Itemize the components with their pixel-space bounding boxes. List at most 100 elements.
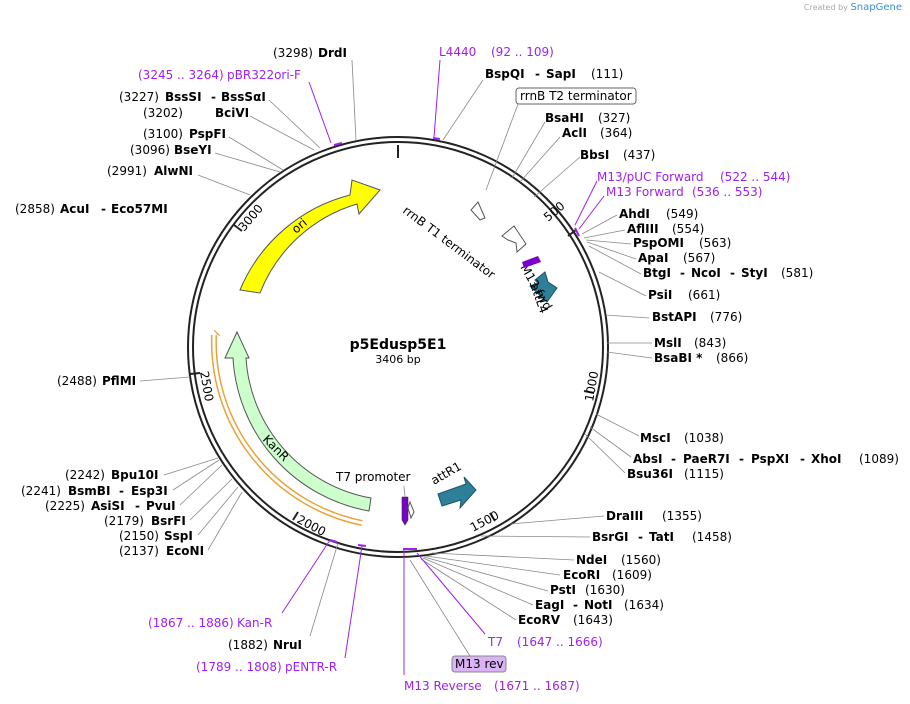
site-draiii-pos: (1355) xyxy=(662,509,702,523)
plasmid-length: 3406 bp xyxy=(375,353,420,366)
rrnb-t2-box xyxy=(515,87,637,105)
primer-l4440[interactable]: L4440 xyxy=(439,45,476,59)
site-eagi[interactable]: EagI xyxy=(535,598,564,612)
plasmid-name: p5Edusp5E1 xyxy=(350,337,447,353)
site-bstapi[interactable]: BstAPI xyxy=(652,310,697,324)
kanr-feature[interactable]: KanR xyxy=(210,329,372,526)
credit-text: Created by xyxy=(803,3,848,12)
site-drdi[interactable]: DrdI xyxy=(318,46,347,60)
kanr-arrow[interactable] xyxy=(224,330,372,512)
site-draiii[interactable]: DraIII xyxy=(606,509,643,523)
rrnb-t1-arrow[interactable] xyxy=(501,225,527,254)
primer-l4440-range: (92 .. 109) xyxy=(491,45,554,59)
site-pflmi[interactable]: PflMI xyxy=(102,374,136,388)
svg-text:-: - xyxy=(135,499,140,513)
site-ndei[interactable]: NdeI xyxy=(576,553,607,567)
site-asisi[interactable]: AsiSI xyxy=(91,499,125,513)
rrnb-t2-label[interactable]: rrnB T2 terminator xyxy=(520,89,632,103)
site-bspqi[interactable]: BspQI xyxy=(485,67,525,81)
site-bsahi[interactable]: BsaHI xyxy=(545,111,584,125)
site-alwni[interactable]: AlwNI xyxy=(154,164,193,178)
primer-m13f[interactable]: M13 Forward xyxy=(606,185,684,199)
site-xhoi[interactable]: XhoI xyxy=(811,452,842,466)
site-nrui-pos: (1882) xyxy=(228,638,268,652)
svg-text:-: - xyxy=(680,266,685,280)
site-psti[interactable]: PstI xyxy=(550,583,576,597)
site-bsrgi-pos: (1458) xyxy=(692,530,732,544)
snapgene-logo: SnapGene xyxy=(850,2,902,13)
site-psii[interactable]: PsiI xyxy=(648,288,672,302)
site-ecori[interactable]: EcoRI xyxy=(563,568,600,582)
site-bsssai[interactable]: BssSαI xyxy=(221,90,266,104)
site-bsssi[interactable]: BssSI xyxy=(165,90,202,104)
site-msci[interactable]: MscI xyxy=(640,431,671,445)
site-acui[interactable]: AcuI xyxy=(60,202,89,216)
primer-t7[interactable]: T7 xyxy=(487,635,503,649)
site-econi[interactable]: EcoNI xyxy=(166,544,204,558)
site-bsrfi[interactable]: BsrFI xyxy=(151,514,186,528)
tick-2000 xyxy=(292,511,299,521)
primer-m13rev[interactable]: M13 Reverse xyxy=(404,679,482,693)
primer-m13puc[interactable]: M13/pUC Forward xyxy=(597,170,704,184)
site-eco57mi[interactable]: Eco57MI xyxy=(111,202,168,216)
site-bsrgi[interactable]: BsrGI xyxy=(592,530,629,544)
site-bcivi[interactable]: BciVI xyxy=(215,106,249,120)
site-bseyi[interactable]: BseYI xyxy=(174,143,212,157)
site-btgi[interactable]: BtgI xyxy=(643,266,671,280)
site-ecorv-pos: (1643) xyxy=(573,613,613,627)
site-bspqi-pos: (111) xyxy=(591,67,623,81)
site-ahdi[interactable]: AhdI xyxy=(619,207,650,221)
site-ecorv[interactable]: EcoRV xyxy=(518,613,561,627)
primer-kanr[interactable]: Kan-R xyxy=(237,616,272,630)
site-absi[interactable]: AbsI xyxy=(633,452,662,466)
svg-text:-: - xyxy=(535,67,540,81)
site-bpu10i[interactable]: Bpu10I xyxy=(111,468,158,482)
site-bcivi-pos: (3202) xyxy=(143,106,183,120)
lac-small-arrow xyxy=(407,500,415,520)
site-esp3i[interactable]: Esp3I xyxy=(131,484,168,498)
site-bsu36i[interactable]: Bsu36I xyxy=(627,467,673,481)
primer-pentr-range: (1789 .. 1808) xyxy=(196,660,282,674)
site-sapi[interactable]: SapI xyxy=(546,67,576,81)
primer-t7-range: (1647 .. 1666) xyxy=(517,635,603,649)
svg-text:-: - xyxy=(573,598,578,612)
svg-text:-: - xyxy=(739,452,744,466)
rrnb-t2-arrow[interactable] xyxy=(470,201,486,221)
site-msli[interactable]: MslI xyxy=(654,336,682,350)
primer-pbr322[interactable]: pBR322ori-F xyxy=(227,68,301,82)
site-asisi-pos: (2225) xyxy=(45,499,85,513)
ori-feature[interactable]: ori xyxy=(239,179,381,294)
site-pspfi[interactable]: PspFI xyxy=(189,127,226,141)
site-bsmbi[interactable]: BsmBI xyxy=(68,484,110,498)
site-nrui[interactable]: NruI xyxy=(273,638,302,652)
site-tati[interactable]: TatI xyxy=(649,530,674,544)
backbone-inner xyxy=(192,141,604,553)
site-styi[interactable]: StyI xyxy=(741,266,768,280)
m13rev-box[interactable] xyxy=(451,655,507,673)
site-noti[interactable]: NotI xyxy=(584,598,613,612)
snapgene-credit: Created by SnapGene xyxy=(804,2,902,13)
site-bbsi[interactable]: BbsI xyxy=(580,148,609,162)
site-bsabi[interactable]: BsaBI * xyxy=(654,351,703,365)
site-psii-pos: (661) xyxy=(688,288,720,302)
m13rev-box-label: M13 rev xyxy=(455,657,504,671)
site-acli[interactable]: AclI xyxy=(562,126,587,140)
ori-arrow[interactable] xyxy=(239,179,381,294)
site-pspomi[interactable]: PspOMI xyxy=(633,236,684,250)
t7-feature-arrow[interactable] xyxy=(401,496,409,526)
site-pspxi[interactable]: PspXI xyxy=(751,452,789,466)
site-ncoi[interactable]: NcoI xyxy=(691,266,721,280)
site-alwni-pos: (2991) xyxy=(107,164,147,178)
attr1-arrow[interactable] xyxy=(437,476,477,510)
attl4-arrow[interactable] xyxy=(529,271,558,303)
svg-text:-: - xyxy=(800,452,805,466)
site-paer7i[interactable]: PaeR7I xyxy=(683,452,730,466)
primer-pentr[interactable]: pENTR-R xyxy=(285,660,337,674)
site-afliii-pos: (554) xyxy=(672,222,704,236)
site-pvui[interactable]: PvuI xyxy=(146,499,176,513)
site-bpu10i-pos: (2242) xyxy=(65,468,105,482)
site-sspi[interactable]: SspI xyxy=(164,529,193,543)
site-afliii[interactable]: AflIII xyxy=(627,222,659,236)
site-apai[interactable]: ApaI xyxy=(638,251,668,265)
